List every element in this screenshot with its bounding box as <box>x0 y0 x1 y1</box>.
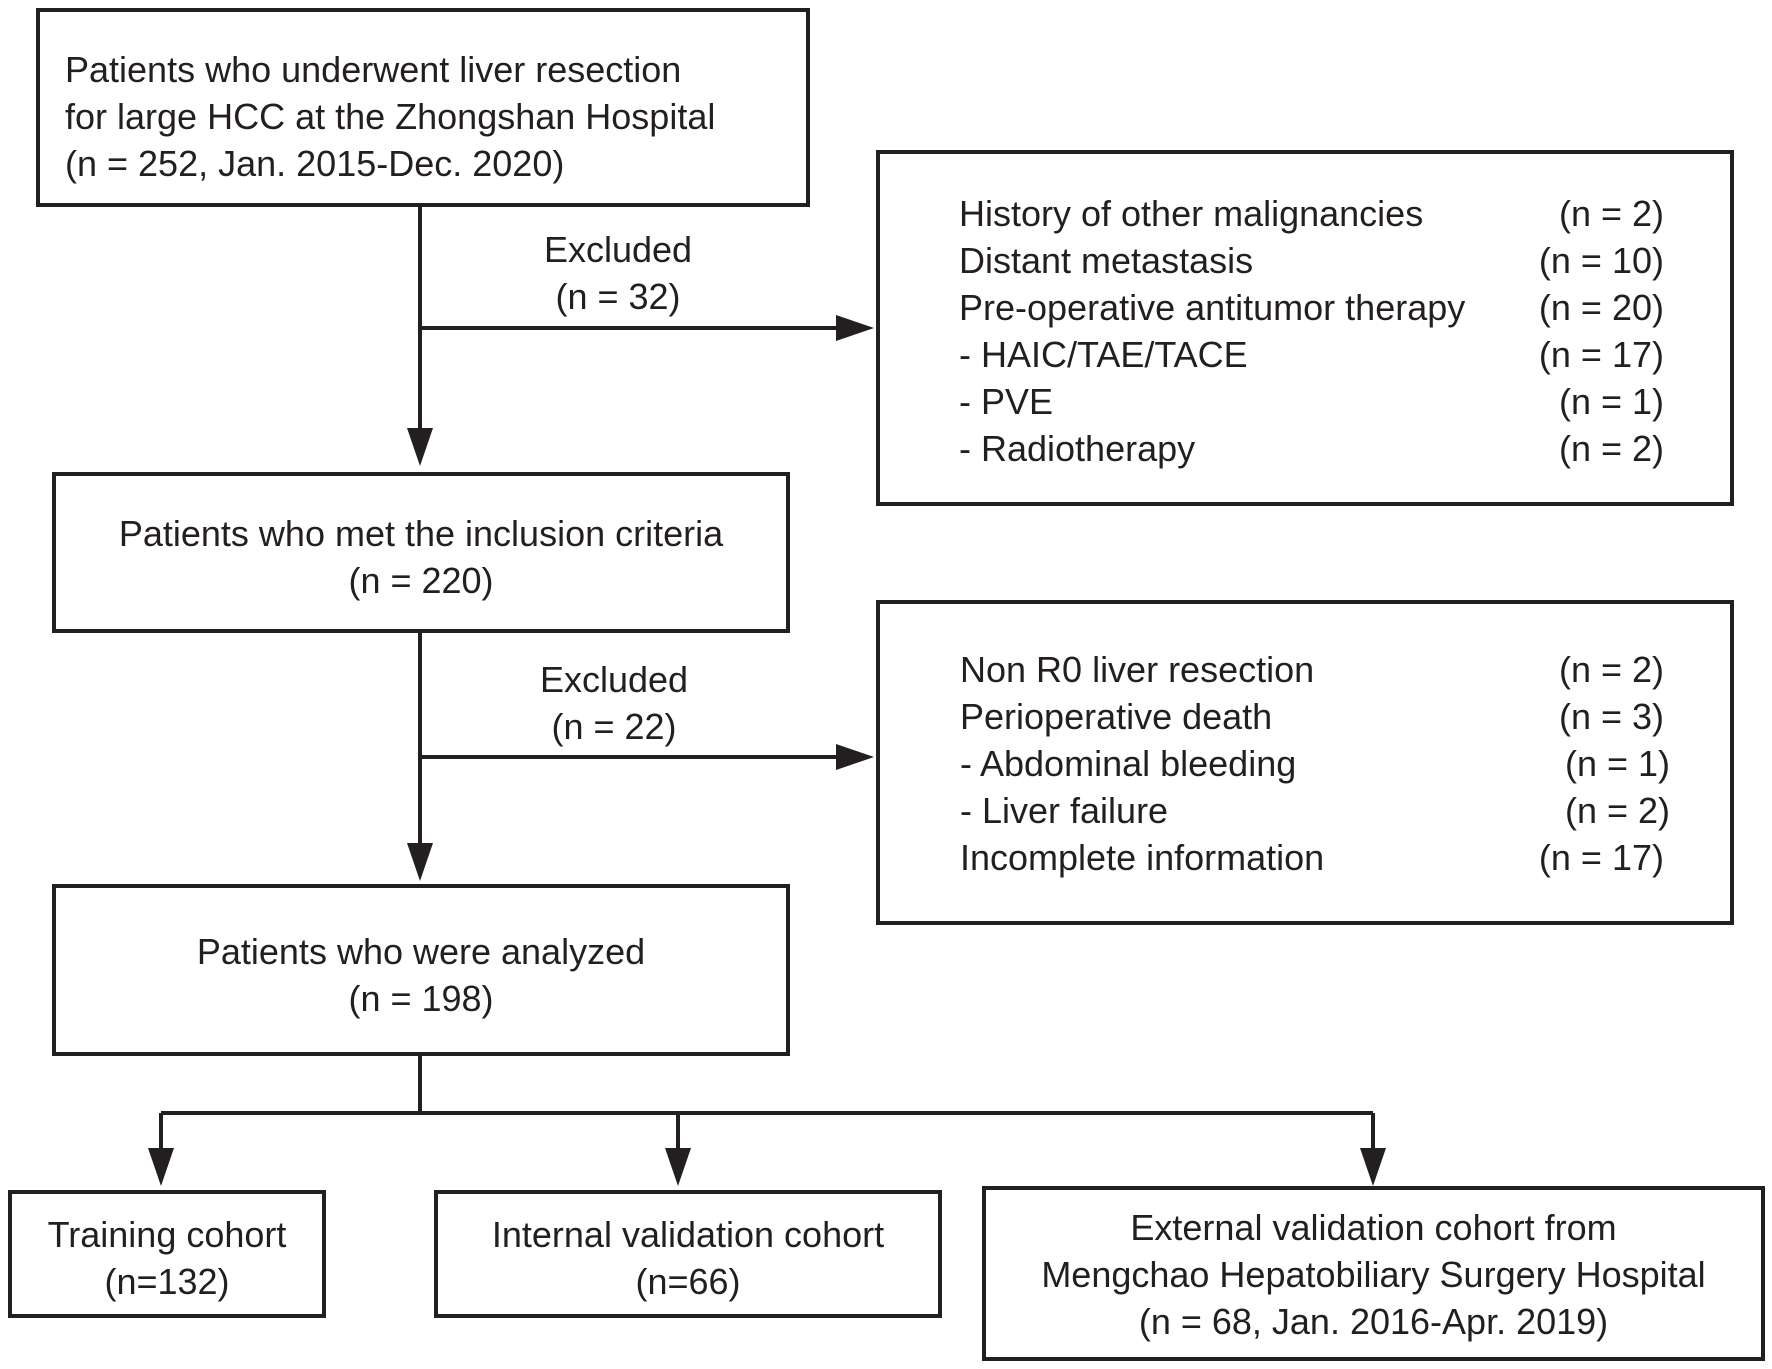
training-line-1: Training cohort <box>47 1214 287 1255</box>
internal-line-2: (n=66) <box>635 1261 741 1302</box>
arrowhead-inclusion <box>407 428 433 466</box>
internal-validation-box: Internal validation cohort (n=66) <box>434 1190 942 1318</box>
exclusion2-item-label: - Abdominal bleeding <box>960 743 1297 784</box>
external-line-3: (n = 68, Jan. 2016-Apr. 2019) <box>1138 1301 1609 1342</box>
exclusion2-item-count: (n = 2) <box>1564 790 1670 831</box>
exclusion-box-1: History of other malignancies (n = 2) Di… <box>876 150 1734 506</box>
exclusion2-item: Incomplete information (n = 17) <box>960 834 1670 881</box>
exclusion1-item-count: (n = 2) <box>1558 193 1664 234</box>
analyzed-line-2: (n = 198) <box>348 978 494 1019</box>
arrowhead-exclusion1 <box>836 315 874 341</box>
start-line-2: for large HCC at the Zhongshan Hospital <box>65 96 716 137</box>
start-box: Patients who underwent liver resection f… <box>36 8 810 207</box>
internal-line-1: Internal validation cohort <box>491 1214 885 1255</box>
inclusion-line-1: Patients who met the inclusion criteria <box>118 513 724 554</box>
external-line-1: External validation cohort from <box>1130 1207 1617 1248</box>
exclusion2-item: Non R0 liver resection (n = 2) <box>960 646 1670 693</box>
exclusion2-item: - Abdominal bleeding (n = 1) <box>960 740 1670 787</box>
exclusion2-item-label: Perioperative death <box>960 696 1273 737</box>
arrowhead-internal <box>665 1148 691 1186</box>
exclusion1-item-label: - PVE <box>959 381 1054 422</box>
exclusion1-item-count: (n = 17) <box>1538 334 1664 375</box>
arrowhead-training <box>148 1148 174 1186</box>
excluded-count-2: (n = 22) <box>551 706 677 747</box>
start-line-3: (n = 252, Jan. 2015-Dec. 2020) <box>65 143 565 184</box>
exclusion2-item-label: Incomplete information <box>960 837 1325 878</box>
exclusion1-item-label: History of other malignancies <box>959 193 1424 234</box>
exclusion1-item: Distant metastasis (n = 10) <box>959 237 1664 284</box>
analyzed-line-1: Patients who were analyzed <box>196 931 646 972</box>
inclusion-box: Patients who met the inclusion criteria … <box>52 472 790 633</box>
arrowhead-exclusion2 <box>836 744 874 770</box>
exclusion1-item-count: (n = 10) <box>1538 240 1664 281</box>
training-cohort-box: Training cohort (n=132) <box>8 1190 326 1318</box>
exclusion2-item-count: (n = 1) <box>1564 743 1670 784</box>
exclusion1-item-label: - Radiotherapy <box>959 428 1196 469</box>
exclusion1-item: - PVE (n = 1) <box>959 378 1664 425</box>
exclusion2-item-count: (n = 3) <box>1558 696 1664 737</box>
external-validation-box: External validation cohort from Mengchao… <box>982 1186 1765 1361</box>
training-line-2: (n=132) <box>104 1261 230 1302</box>
exclusion1-item: History of other malignancies (n = 2) <box>959 190 1664 237</box>
exclusion2-item-label: Non R0 liver resection <box>960 649 1315 690</box>
exclusion1-item-label: Distant metastasis <box>959 240 1254 281</box>
exclusion2-item-count: (n = 2) <box>1558 649 1664 690</box>
exclusion2-item: Perioperative death (n = 3) <box>960 693 1670 740</box>
exclusion2-item: - Liver failure (n = 2) <box>960 787 1670 834</box>
start-line-1: Patients who underwent liver resection <box>65 49 682 90</box>
exclusion1-item-label: Pre-operative antitumor therapy <box>959 287 1466 328</box>
arrowhead-external <box>1360 1148 1386 1186</box>
excluded-label-1: Excluded <box>543 229 693 270</box>
exclusion1-item-count: (n = 2) <box>1558 428 1664 469</box>
exclusion1-item-label: - HAIC/TAE/TACE <box>959 334 1248 375</box>
exclusion2-item-label: - Liver failure <box>960 790 1169 831</box>
excluded-label-2: Excluded <box>539 659 689 700</box>
exclusion1-item: - Radiotherapy (n = 2) <box>959 425 1664 472</box>
exclusion-box-2: Non R0 liver resection (n = 2) Periopera… <box>876 600 1734 925</box>
exclusion1-item-count: (n = 1) <box>1558 381 1664 422</box>
exclusion1-item: Pre-operative antitumor therapy (n = 20) <box>959 284 1664 331</box>
exclusion1-item: - HAIC/TAE/TACE (n = 17) <box>959 331 1664 378</box>
exclusion2-item-count: (n = 17) <box>1538 837 1664 878</box>
analyzed-box: Patients who were analyzed (n = 198) <box>52 884 790 1056</box>
excluded-count-1: (n = 32) <box>555 276 681 317</box>
external-line-2: Mengchao Hepatobiliary Surgery Hospital <box>1041 1254 1706 1295</box>
inclusion-line-2: (n = 220) <box>348 560 494 601</box>
arrowhead-analyzed <box>407 843 433 881</box>
exclusion1-item-count: (n = 20) <box>1538 287 1664 328</box>
